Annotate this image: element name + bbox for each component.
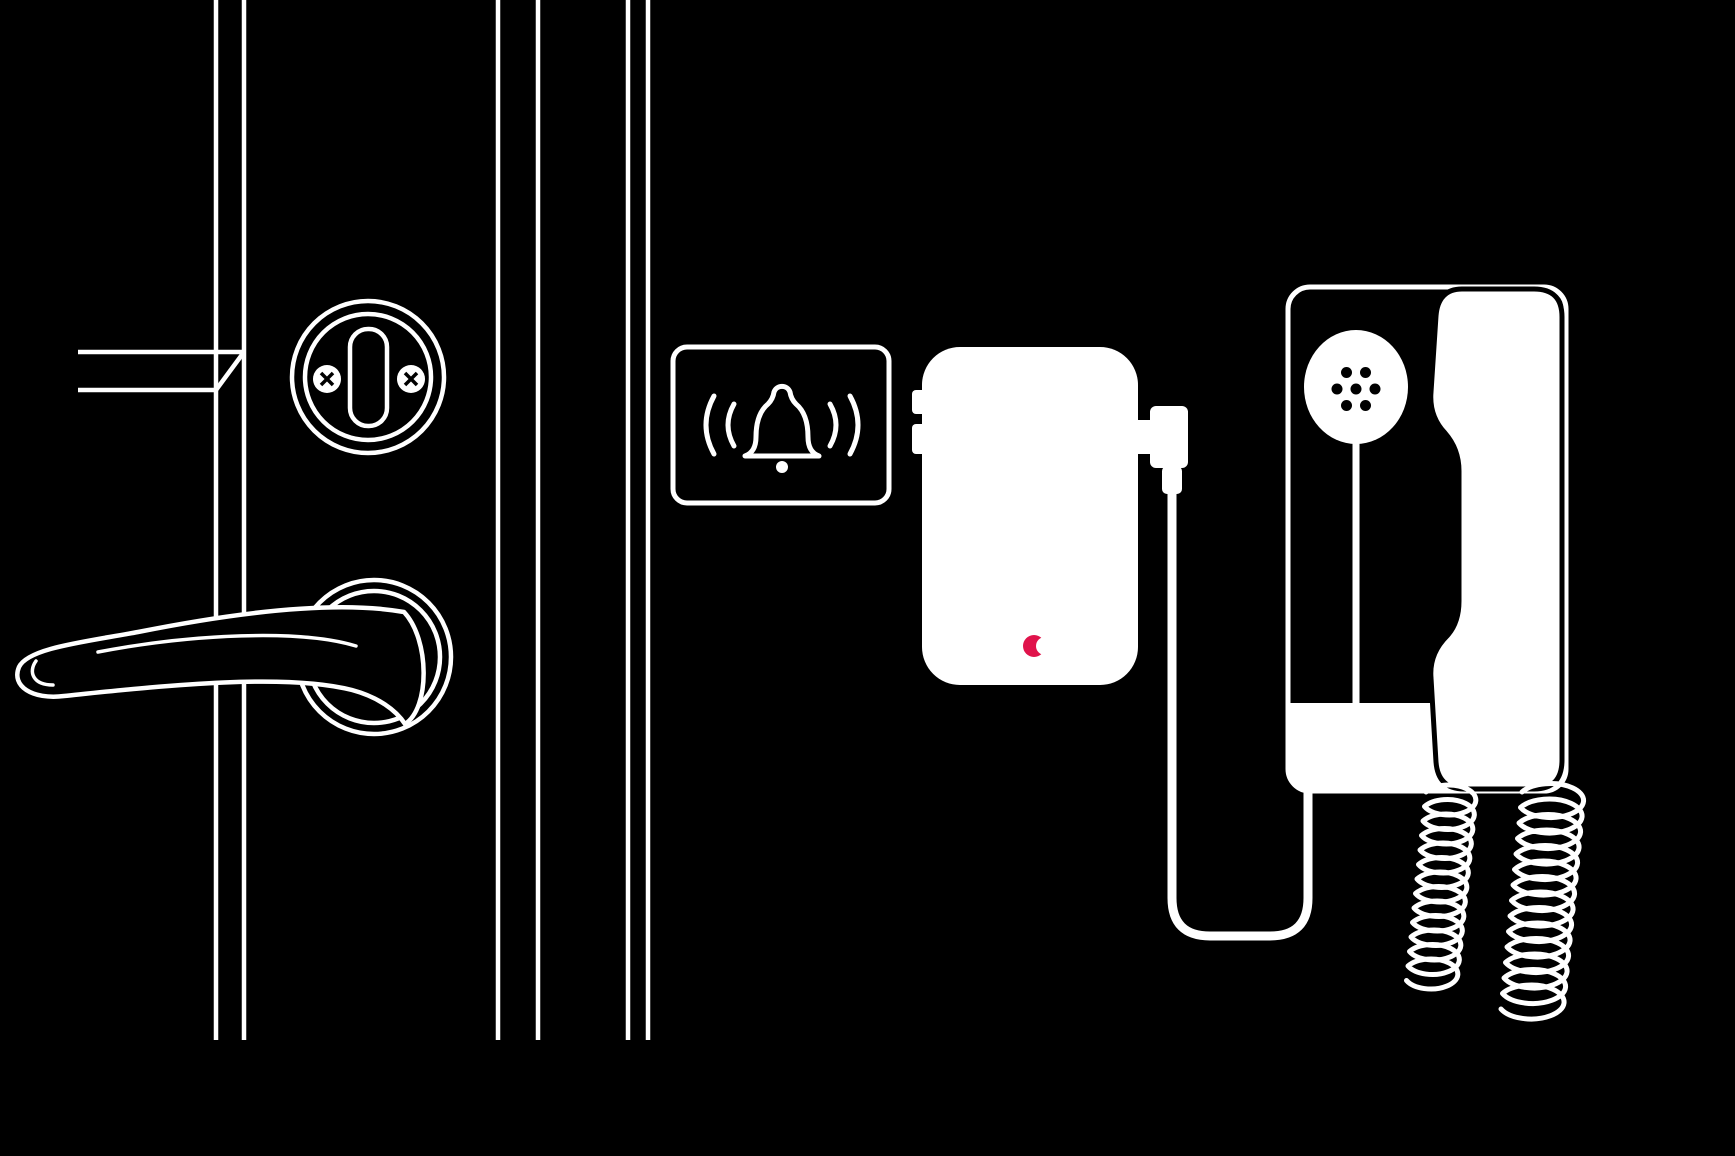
bell-body — [742, 383, 822, 459]
sound-wave-left-inner — [725, 401, 737, 449]
sound-wave-left-outer — [703, 393, 717, 457]
plug-body — [1150, 406, 1188, 468]
adapter-body — [922, 347, 1138, 685]
handle-tip-detail — [30, 659, 55, 687]
speaker-grille — [1304, 330, 1408, 444]
lock-thumbturn — [347, 326, 390, 429]
plug-sleeve — [1162, 466, 1182, 494]
plug-neck — [1136, 420, 1150, 454]
bell-clapper — [776, 461, 788, 473]
doorbell-signal-adapter — [912, 347, 1188, 685]
handle-lever — [15, 604, 426, 727]
lock-outer-ring — [289, 298, 447, 456]
ringing-bell-icon — [703, 383, 861, 473]
door-group — [78, 0, 651, 1040]
phone-handset — [1428, 286, 1565, 792]
sound-wave-right-inner — [827, 401, 839, 449]
handle-lever-highlight — [96, 633, 358, 654]
door-panel-mitre — [214, 350, 246, 392]
wall-intercom-phone — [1285, 284, 1587, 1022]
doorbell-plate — [670, 344, 892, 506]
adapter-to-phone-cable — [1167, 490, 1313, 941]
cylinder-lock — [289, 298, 447, 456]
lock-screw-right-icon — [397, 365, 425, 393]
lock-screw-left-icon — [313, 365, 341, 393]
coiled-wall-cord — [1404, 782, 1479, 992]
audio-plug — [1136, 406, 1188, 494]
sound-wave-right-outer — [847, 393, 861, 457]
brand-mark — [1023, 635, 1054, 657]
coiled-handset-cord — [1498, 781, 1587, 1022]
doorbell-button — [670, 344, 892, 506]
lock-inner-ring — [302, 311, 434, 443]
lever-handle — [15, 577, 454, 737]
